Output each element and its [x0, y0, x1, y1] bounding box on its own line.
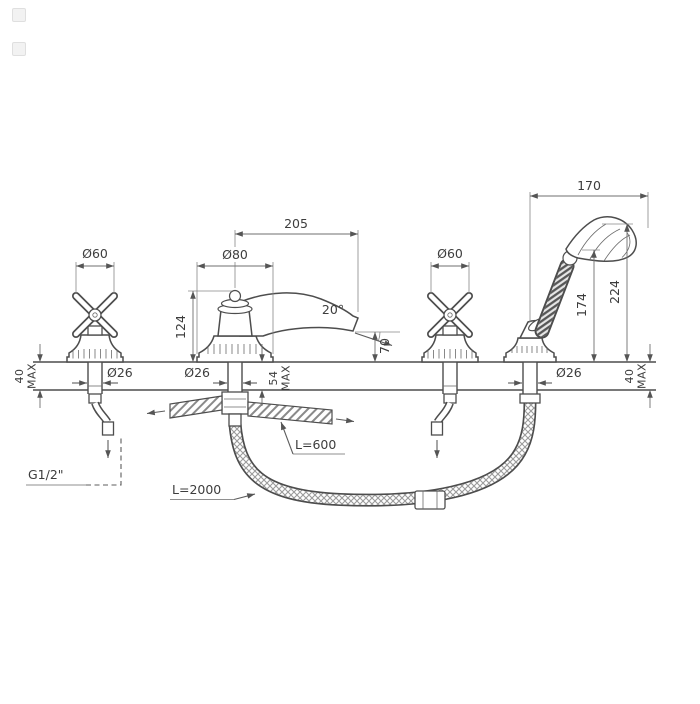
- dim-left-shank-dia: Ø26: [107, 365, 133, 380]
- dim-outlet-angle: 20°: [322, 302, 344, 317]
- connection-hose-length-label: L=600: [295, 437, 336, 452]
- dim-right-deck-max-value: 40: [623, 369, 636, 384]
- dim-spout-deck-max-value: 54: [267, 371, 280, 386]
- dim-spout-deck-max-label: MAX: [280, 365, 293, 391]
- dim-outlet-height: 70: [377, 338, 392, 354]
- dim-shower-offset: 170: [577, 178, 601, 193]
- spout-finial: [228, 289, 242, 303]
- dim-left-deck-max-value: 40: [13, 369, 26, 384]
- dim-shower-height: 174: [574, 293, 589, 317]
- shower-hose: [228, 400, 537, 510]
- dim-right-handle-dia: Ø60: [437, 246, 463, 261]
- dim-spout-shank-dia: Ø26: [184, 365, 210, 380]
- inlet-thread-label: G1/2": [28, 467, 64, 482]
- tee-fitting: [221, 391, 249, 415]
- inlet-thread-leader: [86, 437, 122, 486]
- right-valve: [422, 296, 478, 458]
- shower-hose-length-label: L=2000: [172, 482, 221, 497]
- handset-grip: [536, 260, 573, 337]
- connection-hose-right: [247, 401, 333, 425]
- connection-hose-left: [169, 395, 223, 419]
- dim-shower-shank-dia: Ø26: [556, 365, 582, 380]
- dim-right-deck-max-label: MAX: [636, 363, 649, 389]
- dim-spout-base-dia: Ø80: [222, 247, 248, 262]
- spout: [146, 289, 359, 427]
- hose-connector: [414, 490, 446, 510]
- dim-spout-reach: 205: [284, 216, 308, 231]
- shower-head: [565, 216, 637, 262]
- spout-horn: [239, 292, 359, 337]
- dim-left-deck-max-label: MAX: [26, 363, 39, 389]
- dim-left-handle-dia: Ø60: [82, 246, 108, 261]
- dim-total-height: 224: [607, 280, 622, 304]
- corner-artifact-bottom: [12, 42, 26, 56]
- corner-artifact-top: [12, 8, 26, 22]
- dimensions: 205 170 Ø60 Ø80 Ø60 124: [13, 178, 653, 501]
- dim-spout-height: 124: [173, 315, 188, 339]
